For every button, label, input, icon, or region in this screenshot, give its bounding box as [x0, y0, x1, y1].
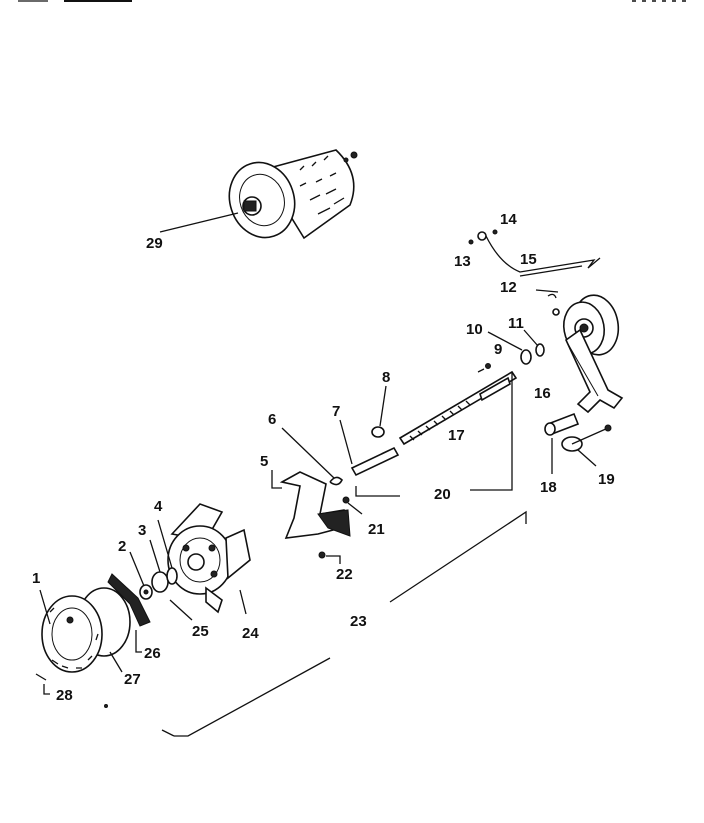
leader-11 [523, 329, 539, 347]
leader-26 [135, 630, 142, 653]
bolt-washer-part-19 [561, 424, 612, 452]
callout-10: 10 [466, 321, 483, 338]
leader-12 [535, 289, 559, 293]
callout-3: 3 [138, 522, 146, 539]
washers-10-11 [520, 343, 545, 365]
callout-29: 29 [146, 235, 163, 252]
nut-part-8 [371, 426, 385, 438]
leader-3 [149, 539, 161, 573]
callout-12: 12 [500, 279, 517, 296]
leader-4 [157, 519, 173, 569]
leader-29 [159, 212, 239, 233]
leader-1 [39, 589, 51, 625]
leader-21 [347, 502, 363, 515]
callout-11: 11 [508, 315, 524, 332]
callout-4: 4 [154, 498, 163, 515]
leader-27 [109, 651, 123, 673]
callout-28: 28 [56, 687, 73, 704]
leader-2 [129, 551, 145, 587]
callout-17: 17 [448, 427, 465, 444]
stray-dot [104, 704, 108, 708]
bracket-23-top [389, 510, 527, 603]
pin-part-7 [350, 446, 400, 477]
callout-22: 22 [336, 566, 353, 583]
callout-27: 27 [124, 671, 141, 688]
screw-part-22 [318, 551, 326, 559]
pump-cover-part-1 [41, 595, 103, 673]
leader-10 [487, 331, 523, 351]
bracket-20-left [355, 486, 400, 497]
screw-part-28 [35, 673, 47, 681]
callout-21: 21 [368, 521, 385, 538]
callout-1: 1 [32, 570, 40, 587]
callout-14: 14 [500, 211, 517, 228]
leader-25 [169, 599, 193, 621]
callout-18: 18 [540, 479, 557, 496]
callout-13: 13 [454, 253, 471, 270]
leader-7 [339, 419, 353, 465]
callout-8: 8 [382, 369, 390, 386]
spring-clip-parts [468, 229, 601, 277]
callout-6: 6 [268, 411, 276, 428]
clip-part-6 [329, 476, 343, 486]
leader-19 [577, 449, 597, 467]
callout-labels: 1 2 3 4 5 6 7 8 9 10 11 12 13 14 15 16 1… [32, 211, 615, 704]
callout-26: 26 [144, 645, 161, 662]
callout-19: 19 [598, 471, 615, 488]
pump-housing-part-24 [167, 503, 251, 614]
leader-8 [379, 385, 387, 427]
callout-2: 2 [118, 538, 126, 555]
callout-23: 23 [350, 613, 367, 630]
bushing-part-18 [544, 412, 580, 436]
callout-16: 16 [534, 385, 551, 402]
lever-bracket-part-5 [279, 471, 351, 539]
bracket-23-corner [161, 729, 175, 737]
callout-20: 20 [434, 486, 451, 503]
callout-15: 15 [520, 251, 537, 268]
callout-7: 7 [332, 403, 340, 420]
leader-22 [326, 555, 341, 564]
leader-24 [239, 589, 247, 615]
leader-28 [43, 684, 50, 695]
callout-9: 9 [494, 341, 502, 358]
threaded-shaft-part-17 [398, 363, 518, 446]
leader-6 [281, 427, 335, 479]
callout-25: 25 [192, 623, 209, 640]
callout-24: 24 [242, 625, 259, 642]
leader-5 [271, 470, 282, 489]
seals-2-3-25 [139, 567, 178, 600]
bracket-20-right [470, 372, 513, 491]
motor-part-29 [228, 149, 358, 240]
bracket-23-bottom [174, 657, 331, 737]
impeller-part-26 [107, 573, 151, 627]
callout-5: 5 [260, 453, 268, 470]
pulley-bracket-part-16 [547, 293, 624, 414]
